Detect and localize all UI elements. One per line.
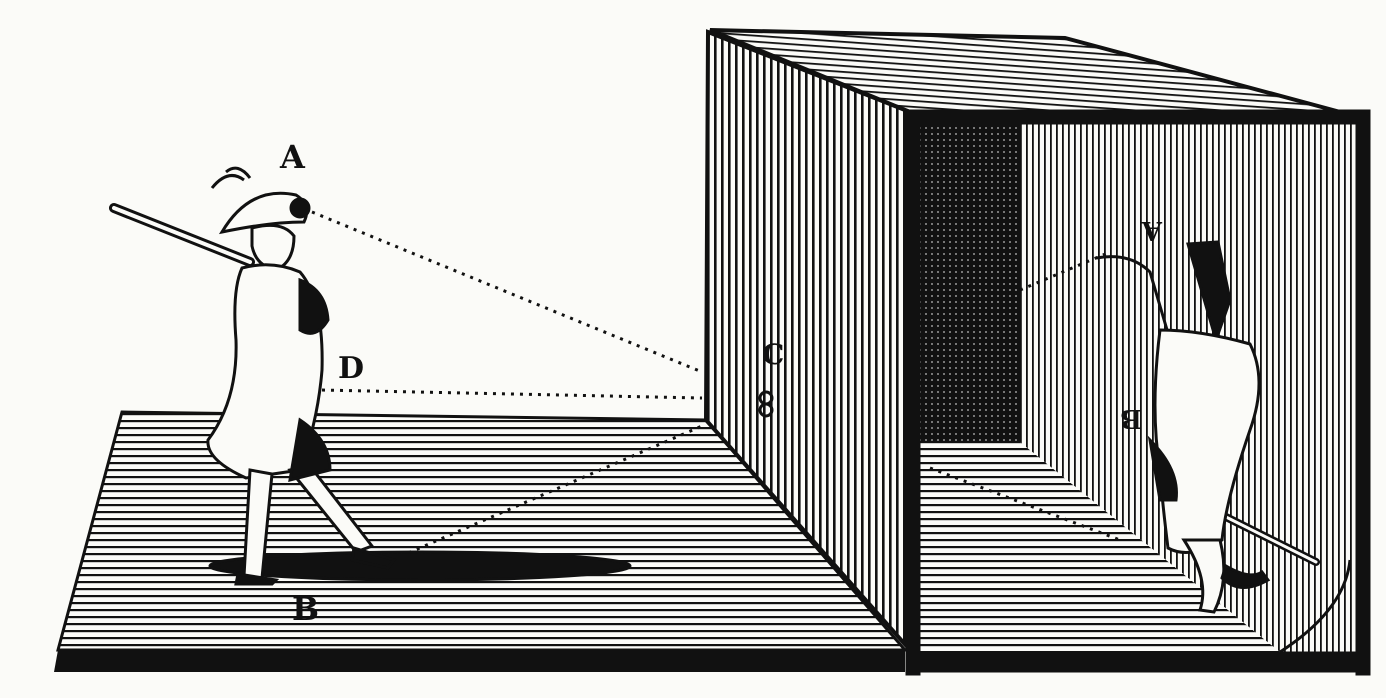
label-a-inverted: A	[1141, 215, 1163, 245]
inverted-projected-figure	[1095, 240, 1320, 614]
ray-from-a	[311, 210, 703, 374]
standing-man-figure	[109, 166, 632, 586]
ray-inside-b	[929, 466, 1121, 542]
box-frame	[905, 109, 1371, 676]
label-c: C	[762, 338, 784, 371]
box-inner-floor	[920, 442, 1280, 652]
label-b: B	[292, 590, 319, 628]
box-back-wall	[920, 124, 1020, 442]
sight-lines	[311, 210, 1121, 562]
label-b-inverted: B	[1120, 403, 1142, 433]
ray-from-d	[321, 388, 703, 400]
ray-inside-a	[1019, 250, 1111, 292]
ray-from-b	[391, 424, 703, 562]
label-d: D	[338, 351, 364, 386]
box-interior	[910, 112, 1370, 672]
label-a: A	[279, 138, 306, 176]
pinhole	[758, 390, 774, 418]
